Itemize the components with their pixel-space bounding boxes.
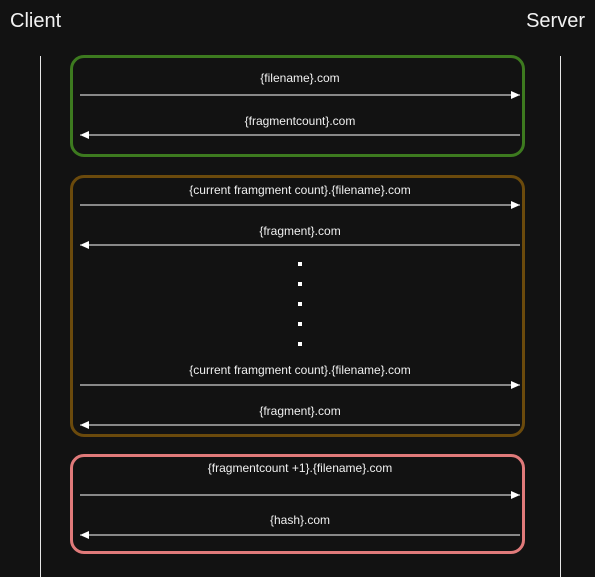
ellipsis-dot [298,282,302,286]
message-arrow [80,90,520,100]
ellipsis-dot [298,262,302,266]
arrow-svg [80,491,520,499]
message-label: {current framgment count}.{filename}.com [189,363,411,377]
message-arrow [80,420,520,430]
arrow-svg [80,531,520,539]
message-arrow [80,130,520,140]
finish-group-box [70,454,525,554]
message-arrow [80,490,520,500]
arrow-head [511,381,520,389]
arrow-svg [80,421,520,429]
arrow-head [80,241,89,249]
arrow-head [511,91,520,99]
arrow-head [80,131,89,139]
arrow-svg [80,91,520,99]
arrow-svg [80,201,520,209]
server-lifeline [560,56,561,577]
arrow-svg [80,241,520,249]
arrow-head [511,201,520,209]
message-label: {fragment}.com [259,404,341,418]
message-label: {fragmentcount}.com [244,114,356,128]
arrow-head [80,421,89,429]
message-arrow [80,240,520,250]
fragments-group-box [70,175,525,437]
message-arrow [80,200,520,210]
server-actor-label: Server [526,10,585,32]
ellipsis-dot [298,322,302,326]
message-label: {current framgment count}.{filename}.com [189,183,411,197]
message-label: {fragmentcount +1}.{filename}.com [207,461,393,475]
message-label: {filename}.com [260,71,340,85]
ellipsis-dot [298,342,302,346]
message-label: {fragment}.com [259,224,341,238]
ellipsis-dot [298,302,302,306]
arrow-svg [80,381,520,389]
arrow-head [511,491,520,499]
arrow-svg [80,131,520,139]
message-label: {hash}.com [269,513,331,527]
handshake-group-box [70,55,525,157]
client-lifeline [40,56,41,577]
client-actor-label: Client [10,10,62,32]
arrow-head [80,531,89,539]
message-arrow [80,530,520,540]
message-arrow [80,380,520,390]
